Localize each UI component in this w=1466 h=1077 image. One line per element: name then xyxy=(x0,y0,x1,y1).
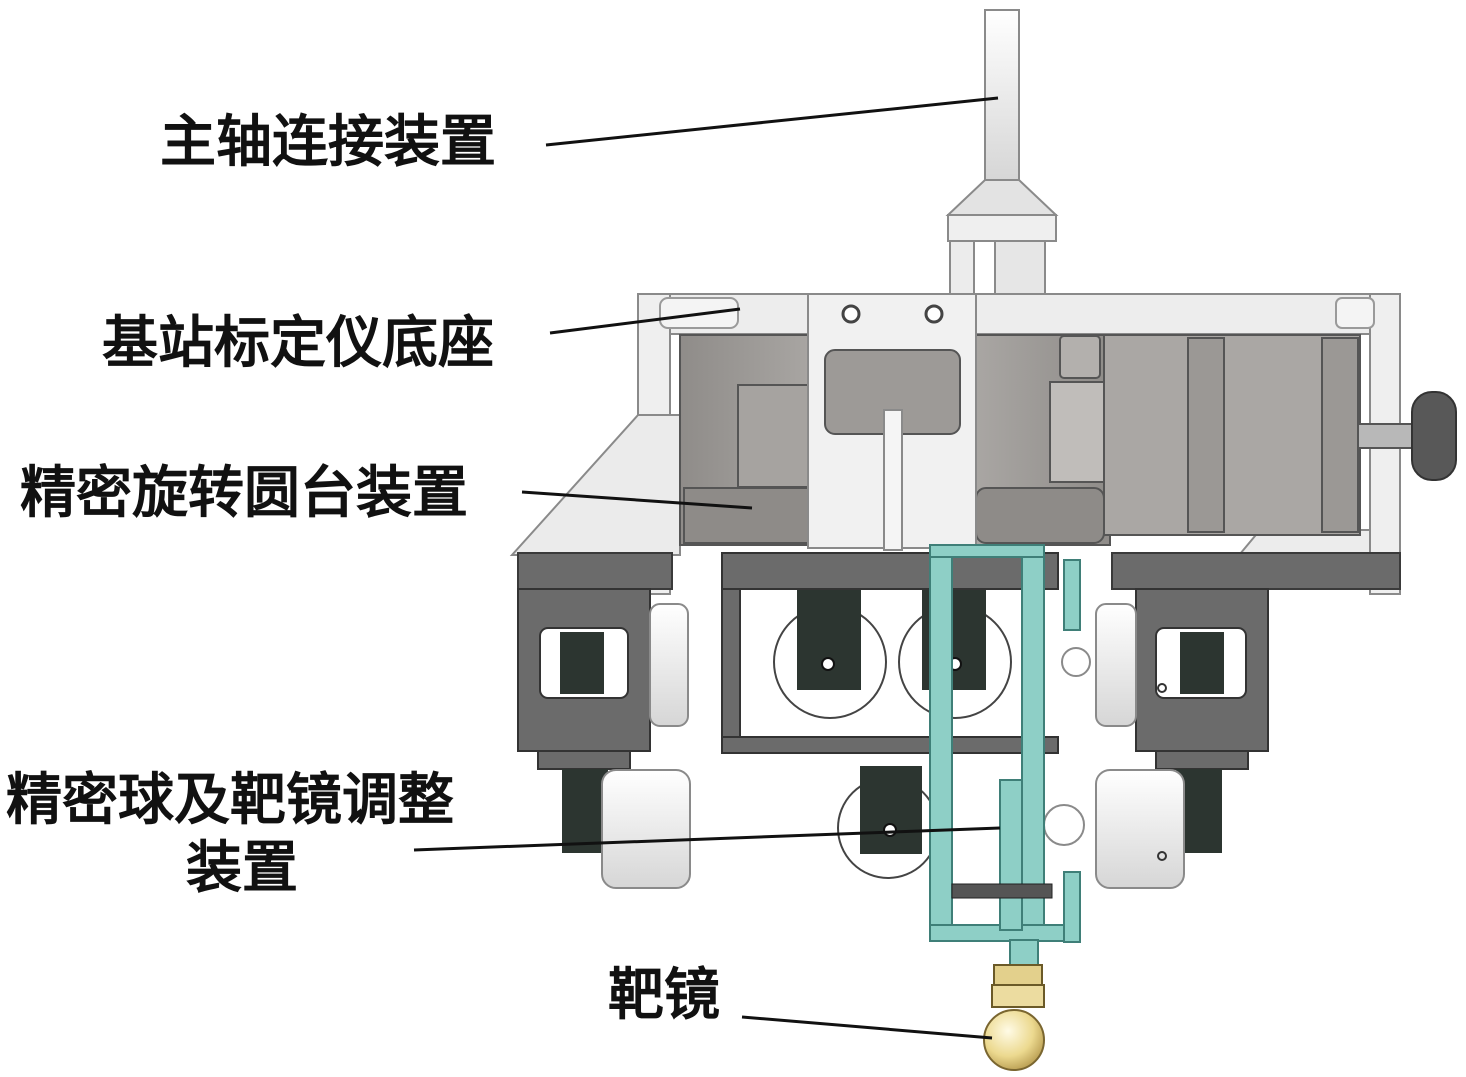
leader-lines xyxy=(413,96,1001,1040)
center-plate xyxy=(807,293,977,551)
rotary-table-label: 精密旋转圆台装置 xyxy=(20,460,468,526)
target-mirror xyxy=(983,964,1045,1071)
center-wheel-frame xyxy=(721,552,1091,879)
left-wheel-assembly xyxy=(517,588,691,889)
spindle-connector xyxy=(945,9,1059,296)
target-mirror-label: 靶镜 xyxy=(608,962,720,1028)
adjustment-label-line1: 精密球及靶镜调整 xyxy=(6,767,454,833)
base-label: 基站标定仪底座 xyxy=(102,310,494,376)
right-wheel-assembly xyxy=(1095,588,1269,889)
teal-adjustment-mechanism xyxy=(929,544,1081,971)
adjustment-label-line2: 装置 xyxy=(186,835,298,901)
rotary-table xyxy=(679,334,1457,546)
spindle-connector-label: 主轴连接装置 xyxy=(160,109,496,175)
